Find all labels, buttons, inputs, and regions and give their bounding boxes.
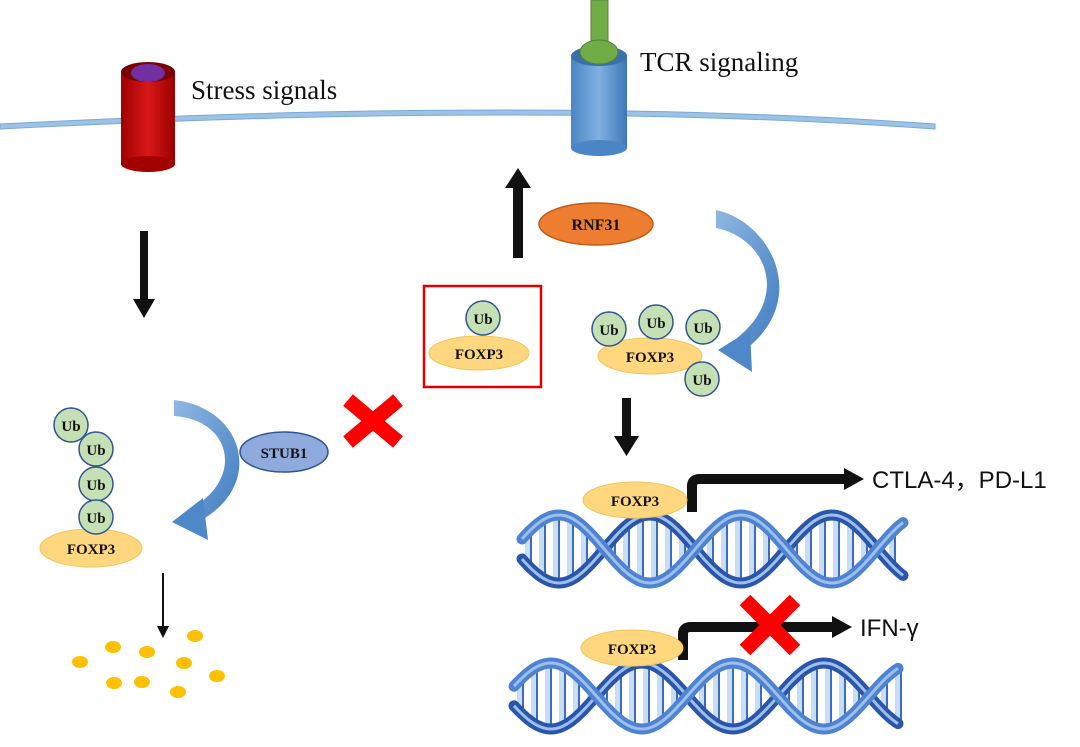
dna-helix-repressed [508,657,904,735]
ifn-inhibition-cross [739,594,801,656]
ub-label-l4: Ub [86,511,105,527]
tcr-signaling-label: TCR signaling [640,47,798,77]
foxp3-label-left: FOXP3 [67,542,115,558]
ub-label-l1: Ub [61,419,80,435]
dna-helix-active [516,509,909,589]
stress-receptor [121,62,175,172]
dna-strand-highlight [512,661,899,731]
repression-promoter-arrow [678,616,852,660]
activation-promoter-arrow [687,468,864,512]
degradation-fragments [72,630,225,698]
stub1-node: STUB1 [239,431,329,473]
stress-ligand [131,64,165,82]
rnf31-node: RNF31 [538,202,654,246]
foxp3-dna-repressed: FOXP3 [580,629,684,667]
dna-strand-highlight [520,513,904,585]
degradation-arrow [157,573,169,638]
ub-label-r4: Ub [692,373,711,389]
activated-targets-label: CTLA-4，PD-L1 [872,467,1047,494]
tcr-ligand-stalk [590,0,609,45]
rnf31-curved-arrow [716,210,780,372]
mono-ubiquitinated-foxp3-box [422,284,543,389]
tcr-receptor [571,0,627,156]
stub1-label: STUB1 [261,446,308,462]
dna-strand-highlight [520,513,904,585]
foxp3-label-right: FOXP3 [626,350,674,366]
foxp3-label-dna1: FOXP3 [611,494,659,510]
stub1-inhibition-cross [343,394,403,448]
ub-label-r2: Ub [646,316,665,332]
foxp3-down-arrow [614,398,639,456]
cell-membrane [0,109,936,130]
stress-signals-label: Stress signals [191,75,337,105]
tcr-ligand [579,39,619,65]
poly-ub-foxp3-right: FOXP3 Ub Ub Ub Ub [591,304,721,397]
ub-label-l2: Ub [86,443,105,459]
dna-strand-highlight [512,661,899,731]
mono-ub-foxp3: FOXP3 Ub [428,300,530,371]
stress-down-arrow [133,231,155,318]
poly-ub-foxp3-left: FOXP3 Ub Ub Ub Ub [39,407,143,568]
ub-label-box: Ub [473,312,492,328]
rnf31-label: RNF31 [572,217,621,234]
repressed-target-label: IFN-γ [860,615,919,642]
ub-label-r3: Ub [693,321,712,337]
stub1-curved-arrow [172,400,240,540]
ub-label-l3: Ub [86,478,105,494]
foxp3-dna-active: FOXP3 [582,481,688,519]
tcr-up-arrow [505,168,531,258]
foxp3-label-box: FOXP3 [455,347,503,363]
ub-label-r1: Ub [599,323,618,339]
foxp3-label-dna2: FOXP3 [608,642,656,658]
